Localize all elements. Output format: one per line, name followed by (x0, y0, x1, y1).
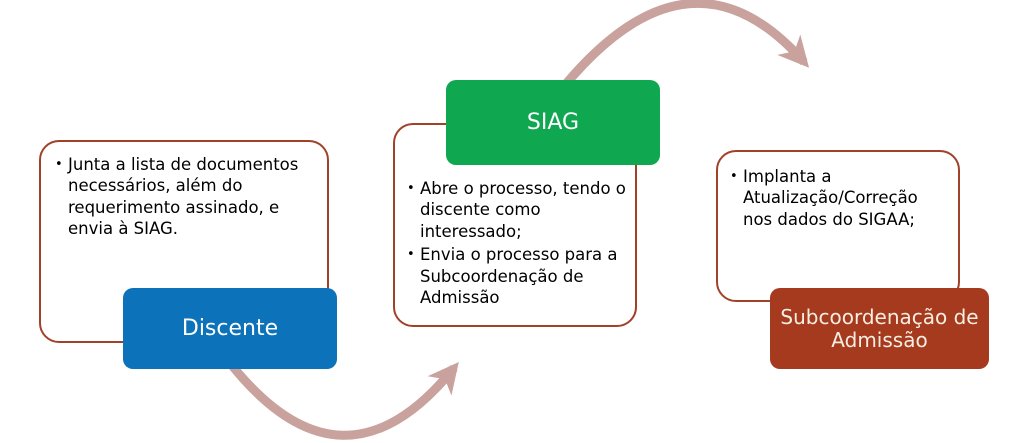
bullet-item: Envia o processo para a Subcoordenação d… (407, 244, 627, 308)
note-discente-bullets: Junta a lista de documentos necessários,… (55, 154, 317, 240)
curved-arrow-discente-to-siag (226, 360, 459, 440)
step-label-discente: Discente (123, 288, 337, 369)
step-label-subcoordenacao: Subcoordenação de Admissão (770, 288, 989, 369)
bullet-item: Junta a lista de documentos necessários,… (55, 154, 317, 240)
curved-arrow-siag-to-subcoordenacao (549, 0, 810, 103)
bullet-item: Implanta a Atualização/Correção nos dado… (730, 166, 950, 230)
bullet-item: Abre o processo, tendo o discente como i… (407, 178, 627, 242)
note-subcoordenacao: Implanta a Atualização/Correção nos dado… (716, 150, 960, 302)
note-subcoordenacao-bullets: Implanta a Atualização/Correção nos dado… (730, 166, 950, 230)
note-discente: Junta a lista de documentos necessários,… (39, 140, 329, 343)
note-siag-bullets: Abre o processo, tendo o discente como i… (407, 178, 627, 309)
step-label-siag: SIAG (446, 80, 660, 165)
